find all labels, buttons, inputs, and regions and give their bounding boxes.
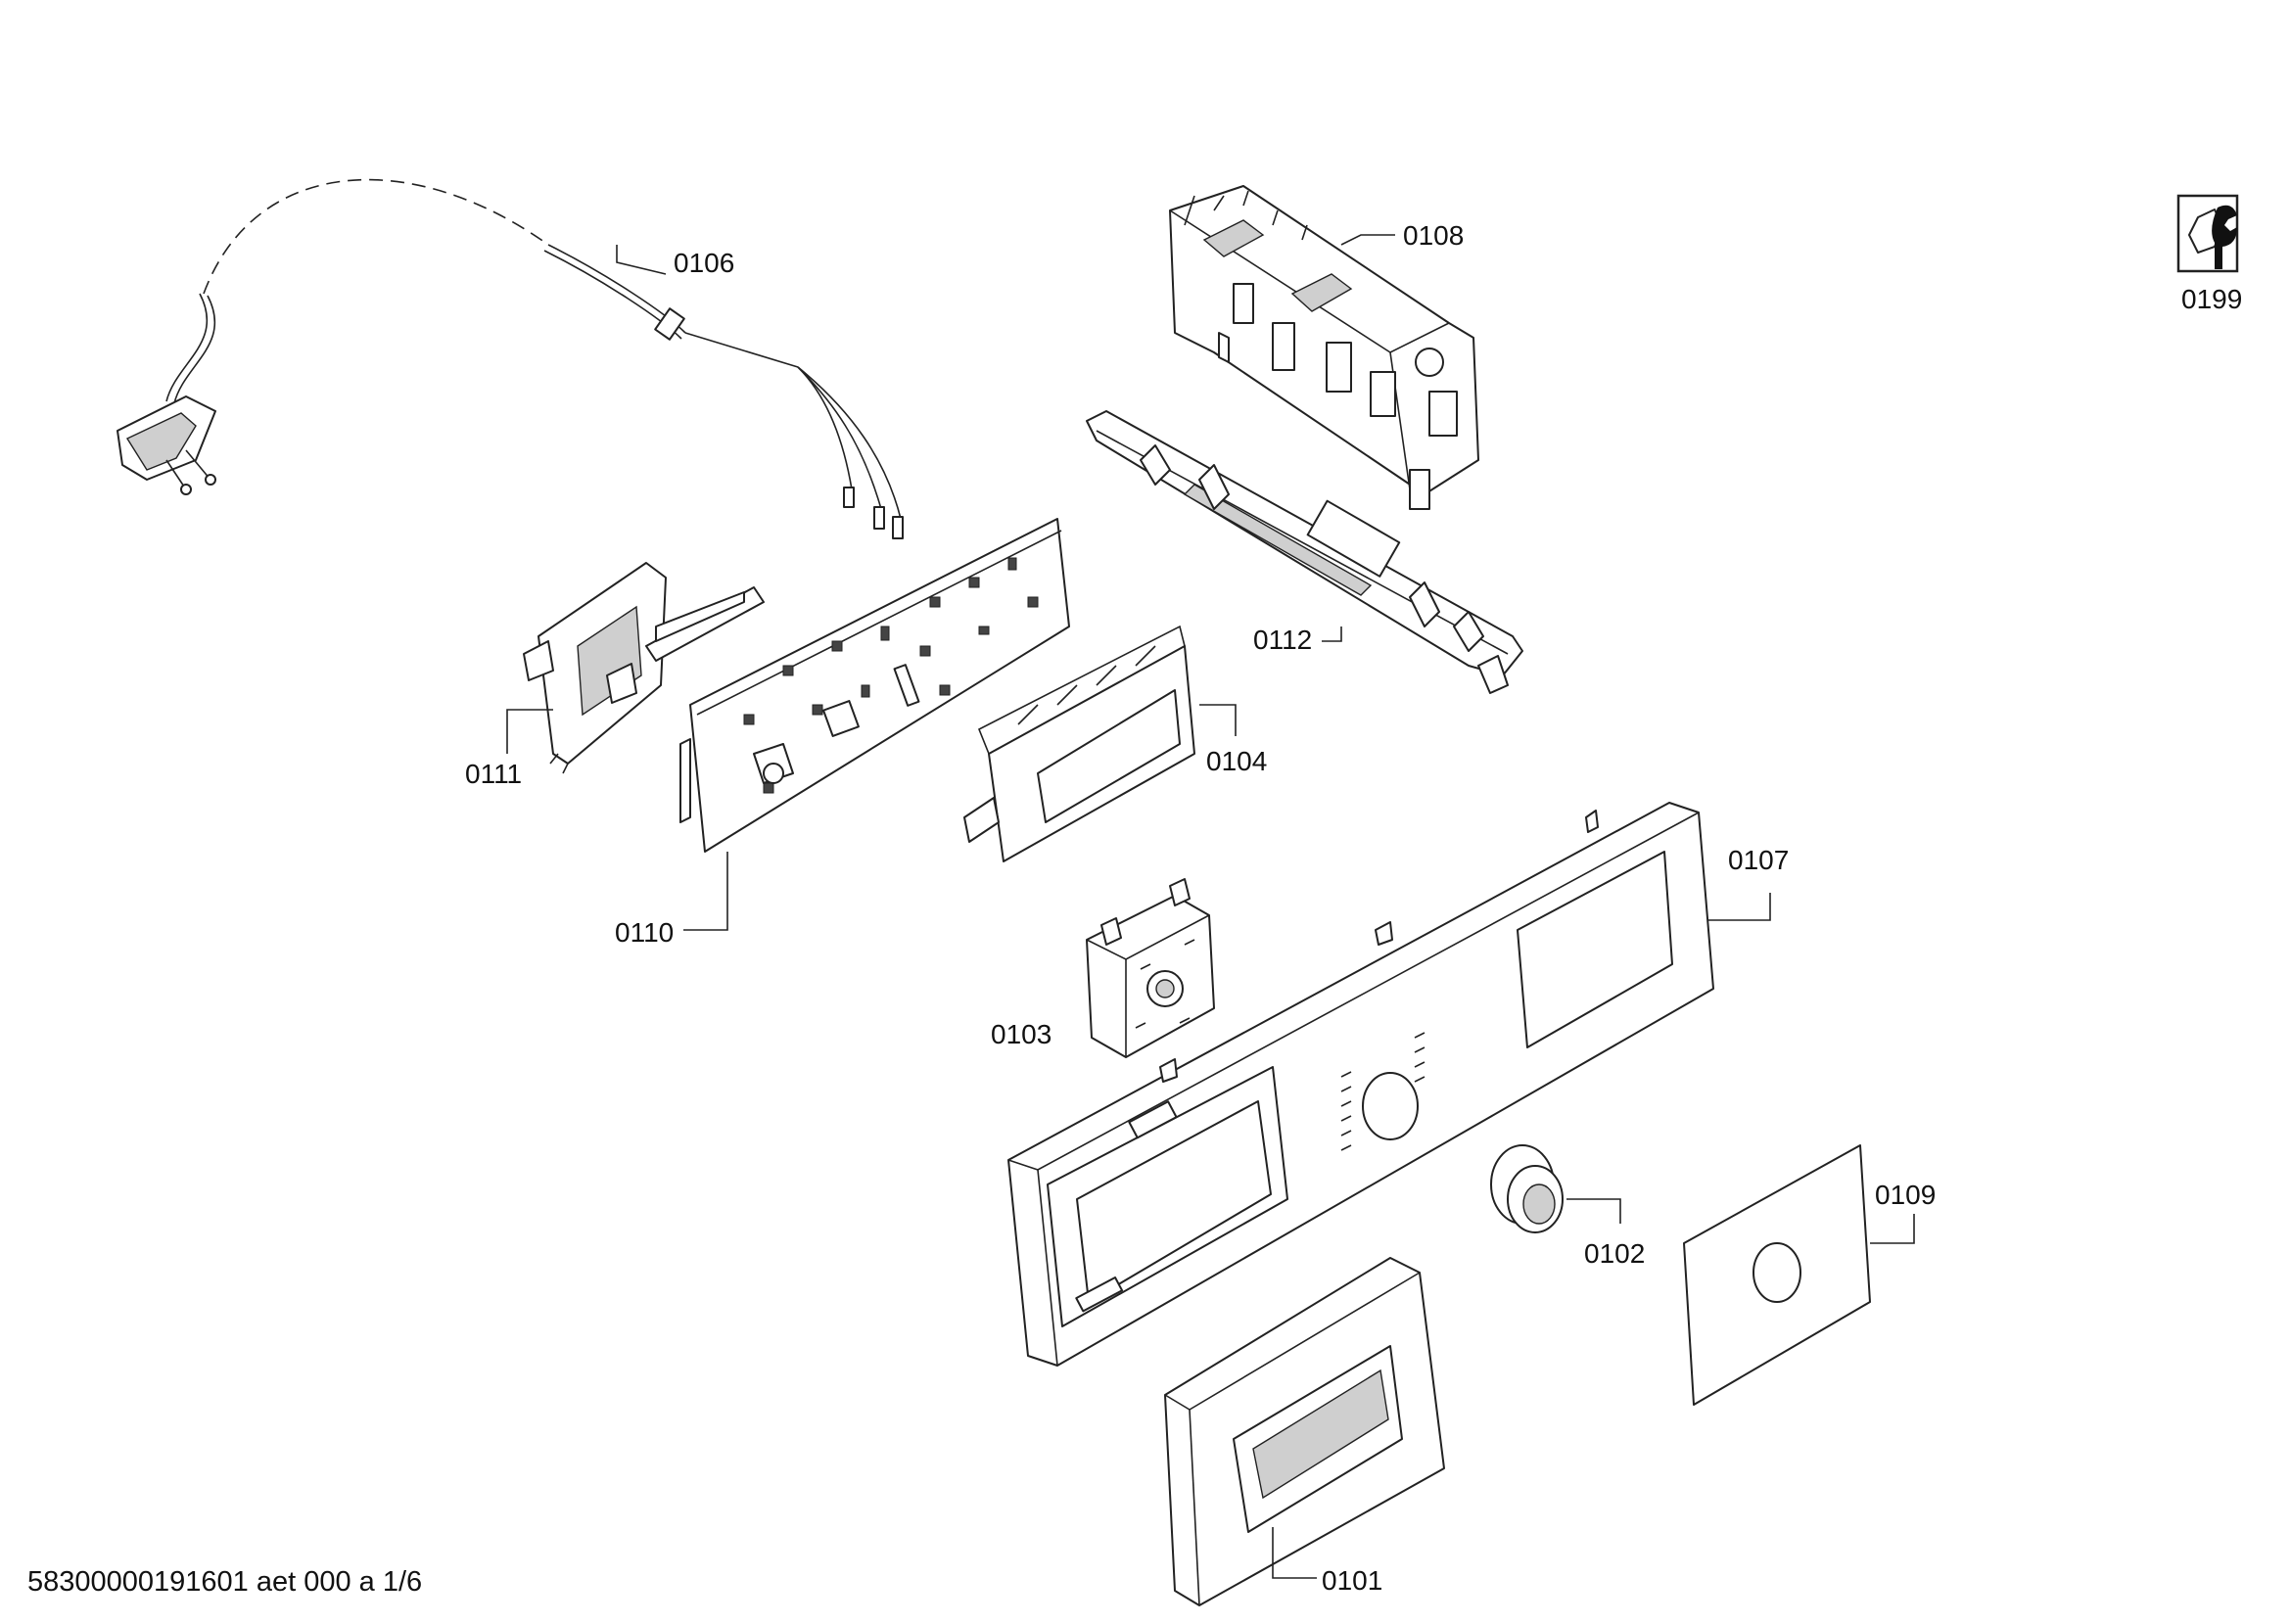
wrench-nut-icon bbox=[2176, 194, 2239, 273]
label-0101: 0101 bbox=[1322, 1565, 1382, 1596]
part-0111-bracket bbox=[506, 562, 765, 774]
document-id: 58300000191601 aet 000 a 1/6 bbox=[27, 1566, 422, 1598]
part-0104-display-holder bbox=[963, 625, 1237, 862]
part-0109-label-plate bbox=[1683, 1144, 1915, 1406]
part-0106-power-cord bbox=[117, 178, 904, 539]
label-0106: 0106 bbox=[674, 248, 734, 278]
part-0107-control-panel bbox=[1007, 802, 1771, 1367]
label-0102: 0102 bbox=[1584, 1238, 1645, 1269]
label-0111: 0111 bbox=[465, 759, 522, 789]
part-0102-knob bbox=[1490, 1144, 1621, 1233]
part-0108-electronic-module bbox=[1169, 185, 1479, 510]
label-0108: 0108 bbox=[1403, 220, 1464, 251]
label-0104: 0104 bbox=[1206, 746, 1267, 776]
part-0112-bracket-rail bbox=[1086, 410, 1523, 694]
label-0110: 0110 bbox=[615, 917, 674, 948]
label-0109: 0109 bbox=[1875, 1180, 1936, 1210]
label-0107: 0107 bbox=[1728, 845, 1789, 875]
label-0199: 0199 bbox=[2181, 284, 2242, 314]
part-0103-selector-unit bbox=[1086, 878, 1215, 1058]
part-0110-control-pcb bbox=[679, 518, 1070, 931]
part-0101-drawer-handle bbox=[1164, 1257, 1445, 1606]
label-0112: 0112 bbox=[1253, 625, 1312, 655]
label-0103: 0103 bbox=[991, 1019, 1052, 1049]
